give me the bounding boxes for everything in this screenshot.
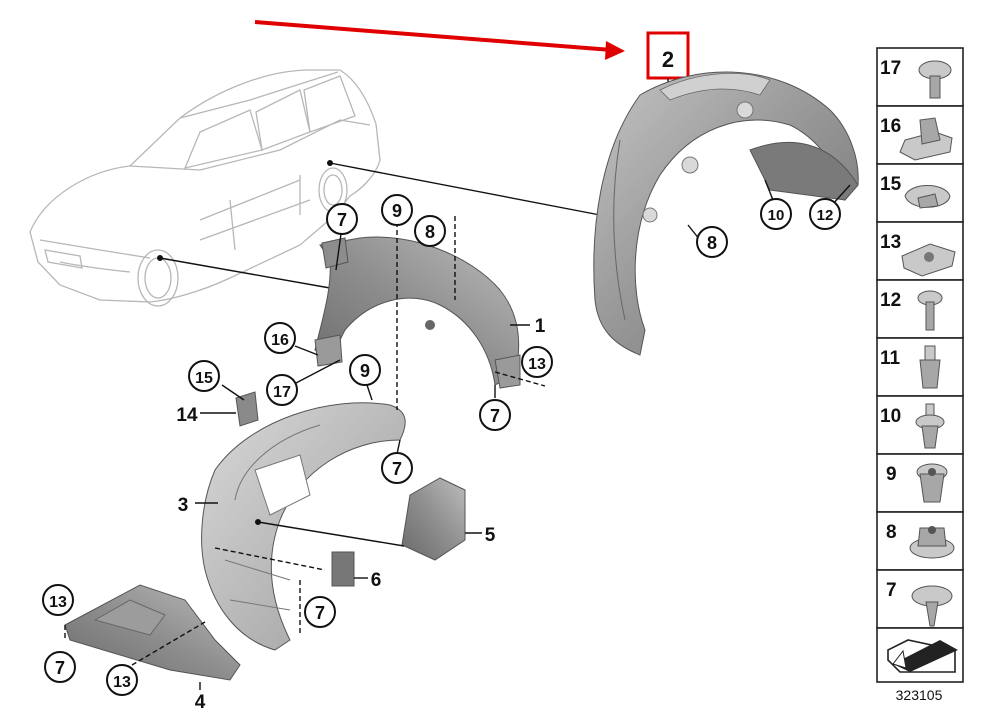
callout-15[interactable]: 15	[195, 370, 213, 387]
callout-10[interactable]: 10	[768, 207, 785, 224]
callout-7d[interactable]: 7	[315, 603, 325, 623]
callout-9b[interactable]: 9	[360, 361, 370, 381]
callout-7e[interactable]: 7	[55, 658, 65, 678]
callout-7b[interactable]: 7	[490, 406, 500, 426]
screw-7-icon	[911, 585, 953, 627]
part-4-splash-shield	[64, 584, 241, 681]
legend-label-16: 16	[880, 116, 901, 137]
callout-8[interactable]: 8	[425, 222, 435, 242]
part-6-cover	[331, 551, 355, 587]
callout-13[interactable]: 13	[528, 356, 546, 373]
callout-4[interactable]: 4	[195, 692, 206, 713]
callout-6[interactable]: 6	[371, 570, 382, 591]
part-5-bracket	[401, 477, 466, 561]
callout-17[interactable]: 17	[273, 384, 291, 401]
legend-label-17: 17	[880, 58, 901, 79]
callout-13b[interactable]: 13	[49, 594, 67, 611]
part-2-rear-wheel-liner	[593, 71, 859, 356]
rivet-11-icon	[919, 345, 941, 389]
callout-7[interactable]: 7	[337, 210, 347, 230]
callout-3[interactable]: 3	[178, 495, 189, 516]
parts-symbol-icon	[887, 639, 958, 673]
legend-label-12: 12	[880, 290, 901, 311]
screw-17-icon	[918, 60, 952, 99]
callout-14[interactable]: 14	[176, 405, 198, 426]
part-3-front-wheel-liner	[201, 402, 406, 651]
car-outline	[29, 69, 381, 307]
callout-9[interactable]: 9	[392, 201, 402, 221]
callout-16[interactable]: 16	[271, 332, 289, 349]
legend-label-8: 8	[886, 522, 897, 543]
part-14-clip	[235, 391, 259, 427]
nut-9-icon	[916, 463, 948, 503]
callout-2[interactable]: 2	[662, 47, 674, 72]
legend-label-15: 15	[880, 174, 902, 195]
callouts: 7 9 8 1 16 15 17 9 14 13 7 7 3 5 6 7 13 …	[42, 194, 841, 713]
cap-15-icon	[904, 185, 951, 209]
fastener-legend: 17 16 15 13 12 11 10 9 8 7	[876, 47, 964, 683]
legend-label-7: 7	[886, 580, 897, 601]
callout-7c[interactable]: 7	[392, 459, 402, 479]
callout-5[interactable]: 5	[485, 525, 496, 546]
rivet-10-icon	[915, 403, 945, 449]
callout-8b[interactable]: 8	[707, 233, 717, 253]
diagram-id: 323105	[896, 687, 943, 703]
legend-label-10: 10	[880, 406, 901, 427]
nut-8-icon	[909, 526, 955, 559]
callout-13c[interactable]: 13	[113, 674, 131, 691]
highlight-arrow	[254, 20, 625, 60]
legend-label-13: 13	[880, 232, 901, 253]
rivet-12-icon	[917, 290, 943, 331]
legend-label-9: 9	[886, 464, 897, 485]
legend-label-11: 11	[880, 348, 901, 369]
clip-nut-13-icon	[901, 243, 956, 277]
clip-16-icon	[899, 117, 953, 161]
callout-12[interactable]: 12	[817, 207, 834, 224]
callout-1[interactable]: 1	[535, 316, 546, 337]
part-1-wheel-arch-liner	[314, 236, 521, 389]
